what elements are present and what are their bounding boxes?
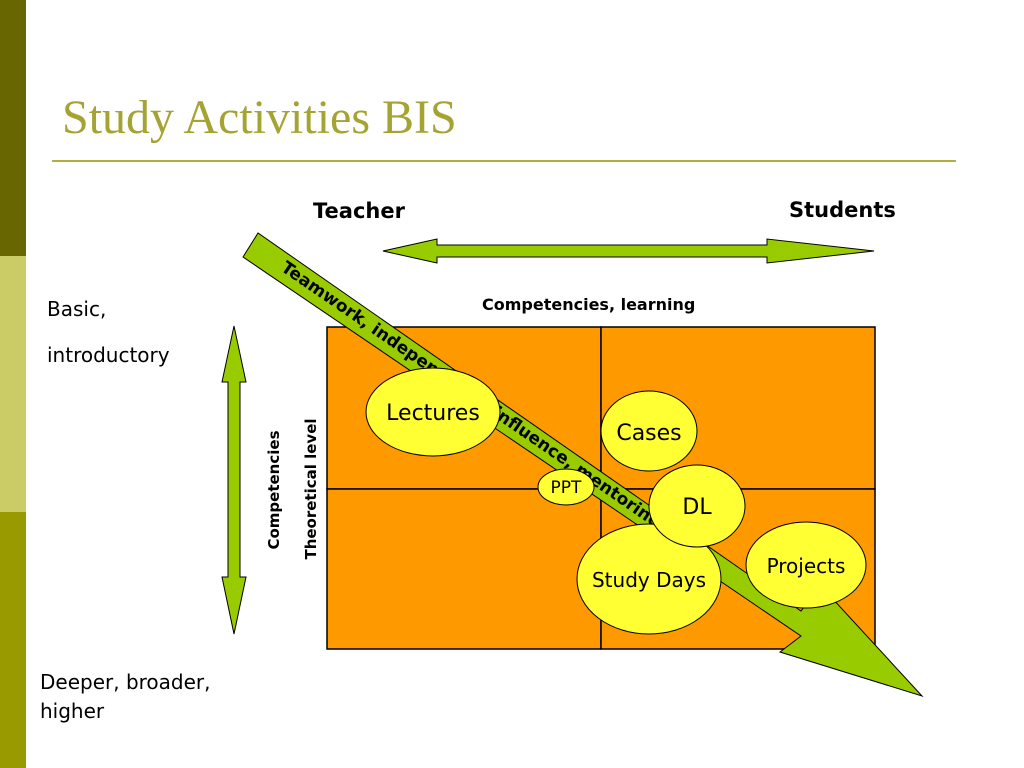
bubble-cases-label: Cases (616, 421, 681, 446)
horizontal-axis-caption: Competencies, learning (482, 295, 696, 314)
bubble-study-days-shape (576, 523, 722, 635)
vertical-top-label-line1: Basic, (47, 297, 107, 321)
slide-title: Study Activities BIS (62, 91, 457, 144)
bubble-dl-label: DL (682, 495, 712, 520)
vertical-top-label-line2: introductory (47, 343, 170, 367)
bubble-study-days-label: Study Days (592, 568, 706, 592)
bubble-cases: Cases (600, 390, 698, 472)
vertical-bottom-label-line1: Deeper, broader, (40, 670, 211, 694)
bubble-ppt-label: PPT (551, 478, 583, 498)
sidebar-band-mid (0, 512, 26, 768)
bubble-projects-shape (745, 521, 867, 609)
students-label: Students (789, 198, 896, 222)
title-underline (52, 160, 956, 162)
bubble-ppt-shape (537, 468, 595, 506)
bubble-lectures: Lectures (365, 367, 501, 457)
vertical-bottom-label-line2: higher (40, 699, 105, 723)
bubble-lectures-label: Lectures (386, 401, 480, 426)
bubble-projects-label: Projects (767, 554, 846, 578)
teacher-label: Teacher (313, 199, 405, 223)
horizontal-double-arrow (382, 238, 875, 264)
bubble-cases-shape (600, 390, 698, 472)
bubble-dl: DL (648, 464, 746, 548)
vertical-axis-caption-line2: Theoretical level (302, 418, 320, 559)
bubble-lectures-shape (365, 367, 501, 457)
vertical-double-arrow (221, 325, 247, 635)
bubble-projects: Projects (745, 521, 867, 609)
bubble-ppt: PPT (537, 468, 595, 506)
quadrant-bottom-left (326, 488, 602, 650)
vertical-axis-caption-line1: Competencies (265, 430, 283, 549)
bubble-study-days: Study Days (576, 523, 722, 635)
sidebar-band-dark (0, 0, 26, 256)
bubble-dl-shape (648, 464, 746, 548)
sidebar-band-light (0, 256, 26, 512)
